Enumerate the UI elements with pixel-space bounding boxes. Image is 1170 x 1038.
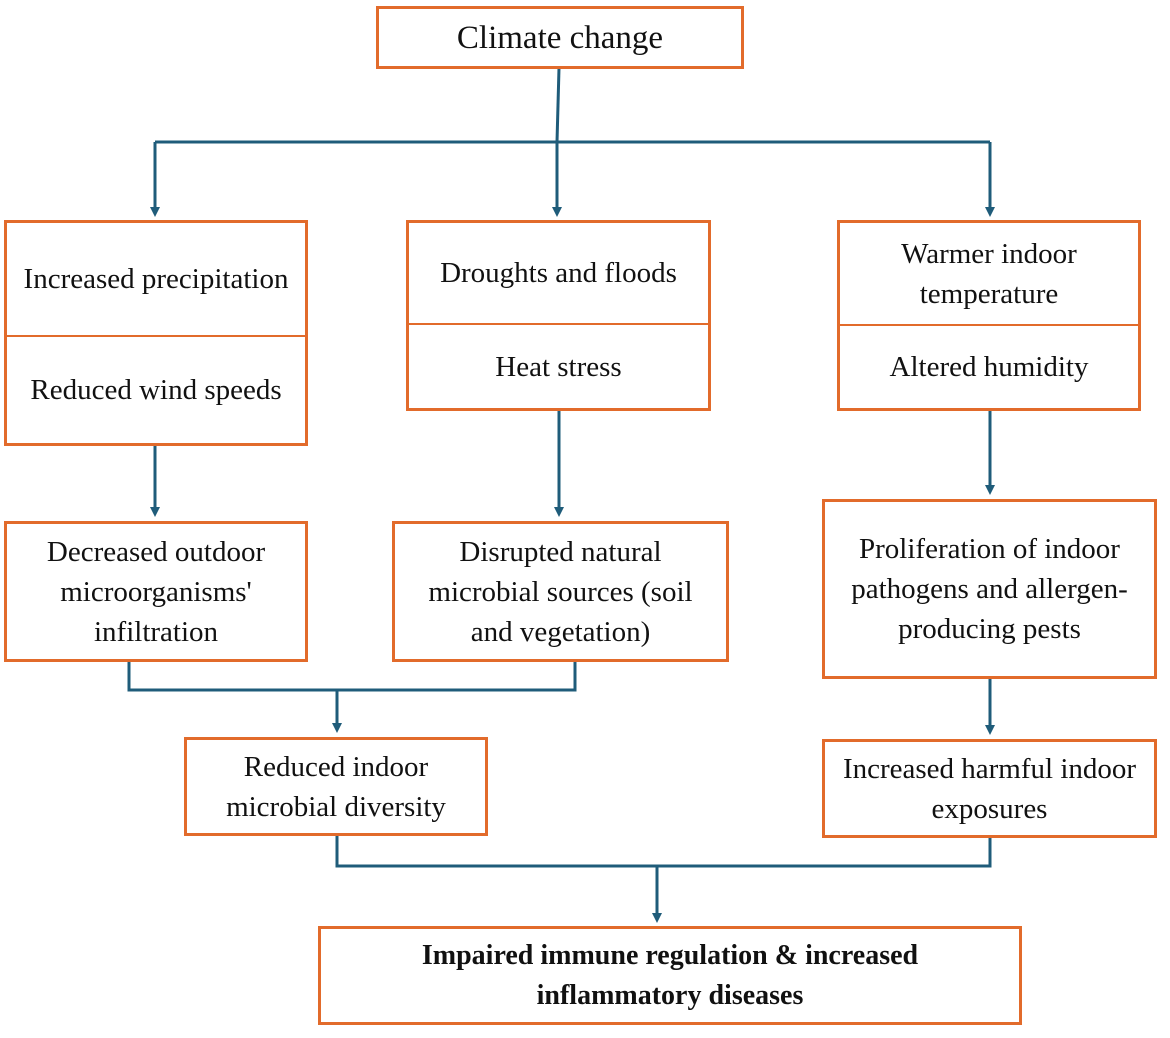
- node-precipitation-section: Increased precipitation: [7, 223, 305, 335]
- node-decreased-outdoor: Decreased outdoor microorganisms' infilt…: [4, 521, 308, 662]
- connector-climate-stem: [555, 67, 561, 143]
- node-harmful-exposures: Increased harmful indoor exposures: [822, 739, 1157, 838]
- connector-merge-bottom: [335, 835, 992, 868]
- node-disrupted-sources-label: Disrupted natural microbial sources (soi…: [428, 535, 693, 648]
- node-droughts-section: Droughts and floods: [409, 223, 708, 323]
- node-heat-section: Heat stress: [409, 325, 708, 408]
- node-reduced-diversity: Reduced indoor microbial diversity: [184, 737, 488, 836]
- node-droughts-heat: Droughts and floods Heat stress: [406, 220, 711, 411]
- node-heat-label: Heat stress: [495, 350, 622, 383]
- node-climate-change: Climate change: [376, 6, 744, 69]
- node-warmer-divider: [840, 324, 1138, 326]
- connector-merge-left: [127, 662, 577, 692]
- node-humidity-label: Altered humidity: [889, 351, 1089, 383]
- node-decreased-outdoor-label: Decreased outdoor microorganisms' infilt…: [46, 535, 266, 648]
- node-droughts-label: Droughts and floods: [440, 257, 677, 289]
- node-warmer-humidity: Warmer indoor temperature Altered humidi…: [837, 220, 1141, 411]
- node-wind-label: Reduced wind speeds: [30, 374, 282, 406]
- node-droughts-divider: [409, 323, 708, 325]
- node-warmer-label: Warmer indoor temperature: [901, 237, 1077, 310]
- node-precipitation-label: Increased precipitation: [23, 263, 289, 295]
- node-warmer-section: Warmer indoor temperature: [840, 223, 1138, 324]
- node-outcome: Impaired immune regulation & increased i…: [318, 926, 1022, 1025]
- node-precipitation-divider: [7, 335, 305, 337]
- node-proliferation-label: Proliferation of indoor pathogens and al…: [851, 533, 1128, 645]
- node-wind-section: Reduced wind speeds: [7, 337, 305, 443]
- node-outcome-label: Impaired immune regulation & increased i…: [421, 939, 919, 1011]
- node-reduced-diversity-label: Reduced indoor microbial diversity: [226, 750, 446, 823]
- node-humidity-section: Altered humidity: [840, 326, 1138, 408]
- node-disrupted-sources: Disrupted natural microbial sources (soi…: [392, 521, 729, 662]
- node-harmful-exposures-label: Increased harmful indoor exposures: [842, 752, 1137, 825]
- node-proliferation: Proliferation of indoor pathogens and al…: [822, 499, 1157, 679]
- node-precipitation-wind: Increased precipitation Reduced wind spe…: [4, 220, 308, 446]
- node-climate-change-label: Climate change: [456, 19, 664, 56]
